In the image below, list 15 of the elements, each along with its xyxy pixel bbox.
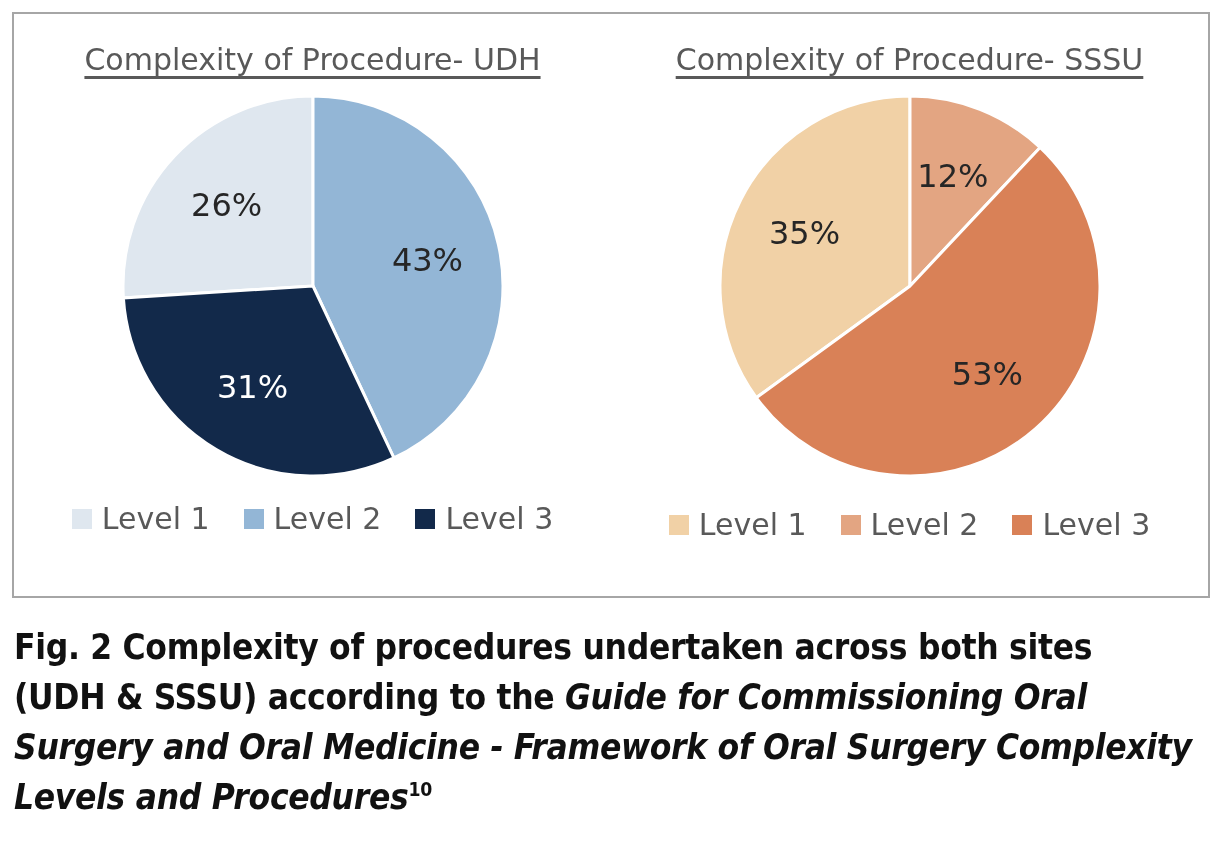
legend-label: Level 1 xyxy=(698,507,807,542)
chart-title: Complexity of Procedure- UDH xyxy=(84,42,541,77)
legend-label: Level 3 xyxy=(1042,507,1151,542)
legend-label: Level 2 xyxy=(870,507,979,542)
legend-label: Level 3 xyxy=(445,501,554,536)
figure-caption: Fig. 2 Complexity of procedures undertaken across both sites (UDH & SSSU) according to the Guide for Commissioning Oral Surgery and Oral Medicine - Framework of Oral Surgery Complexity Levels and Procedures$^{10}$ xyxy=(14,626,1194,819)
data-label: 12% xyxy=(917,157,989,196)
data-label: 43% xyxy=(391,241,463,280)
data-label: 26% xyxy=(191,186,263,225)
data-label: 53% xyxy=(951,355,1023,394)
data-label: 31% xyxy=(216,368,289,407)
legend-label: Level 2 xyxy=(273,501,382,536)
data-label: 35% xyxy=(768,213,841,252)
chart-title: Complexity of Procedure- SSSU xyxy=(675,42,1144,77)
legend-label: Level 1 xyxy=(101,501,210,536)
